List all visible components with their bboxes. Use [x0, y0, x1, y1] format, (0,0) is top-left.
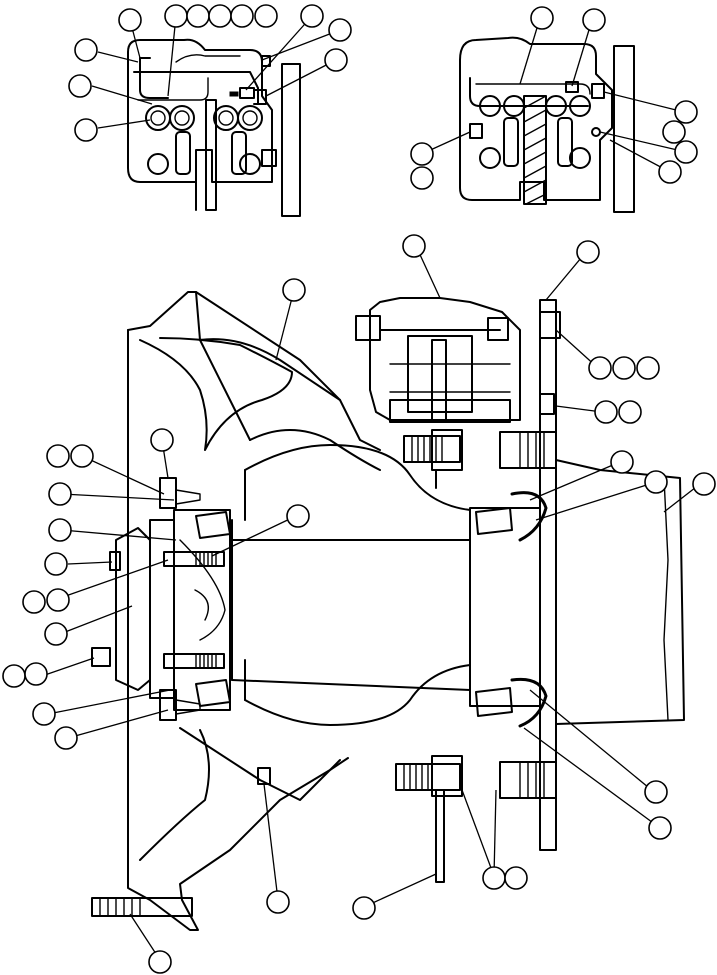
callout-balloon	[24, 662, 48, 686]
callout-balloon	[150, 428, 174, 452]
callout-balloon	[504, 866, 528, 890]
callout-balloon	[68, 74, 92, 98]
callout-balloon	[118, 8, 142, 32]
callout-balloon	[576, 240, 600, 264]
callout-balloon	[644, 780, 668, 804]
callout-balloon	[674, 140, 698, 164]
callout-balloon	[610, 450, 634, 474]
bolt-upper-left	[403, 429, 463, 489]
callout-balloon	[46, 588, 70, 612]
callout-balloon	[74, 118, 98, 142]
callout-balloon	[74, 38, 98, 62]
callout-balloon	[674, 100, 698, 124]
callout-balloon	[644, 470, 668, 494]
callout-balloon	[328, 18, 352, 42]
caliper-main	[355, 297, 561, 423]
stud-upper	[163, 551, 225, 567]
callout-balloon	[230, 4, 254, 28]
callout-balloon	[648, 816, 672, 840]
callout-balloon	[48, 518, 72, 542]
callout-balloon	[254, 4, 278, 28]
callout-balloon	[44, 552, 68, 576]
callout-balloon	[48, 482, 72, 506]
callout-balloon	[402, 234, 426, 258]
callout-balloon	[22, 590, 46, 614]
bolt-lower-right	[499, 761, 557, 799]
detail-caliper-right	[459, 36, 635, 213]
stud-lower	[163, 653, 225, 669]
bolt-upper-right	[499, 431, 557, 469]
callouts	[2, 4, 716, 974]
callout-balloon	[692, 472, 716, 496]
callout-balloon	[70, 444, 94, 468]
callout-balloon	[482, 866, 506, 890]
detail-caliper-left	[127, 38, 301, 217]
bottom-bolt	[91, 897, 193, 917]
callout-balloon	[266, 890, 290, 914]
callout-balloon	[658, 160, 682, 184]
callout-balloon	[662, 120, 686, 144]
bolt-lower-left	[395, 755, 463, 883]
callout-balloon	[612, 356, 636, 380]
callout-balloon	[208, 4, 232, 28]
callout-balloon	[594, 400, 618, 424]
callout-balloon	[282, 278, 306, 302]
callout-balloon	[186, 4, 210, 28]
main-assembly-view	[91, 291, 685, 931]
callout-balloon	[352, 896, 376, 920]
callout-balloon	[54, 726, 78, 750]
callout-balloon	[32, 702, 56, 726]
callout-balloon	[286, 504, 310, 528]
callout-balloon	[300, 4, 324, 28]
callout-balloon	[582, 8, 606, 32]
callout-balloon	[46, 444, 70, 468]
callout-balloon	[324, 48, 348, 72]
callout-balloon	[618, 400, 642, 424]
callout-balloon	[44, 622, 68, 646]
callout-balloon	[636, 356, 660, 380]
callout-balloon	[2, 664, 26, 688]
callout-balloon	[148, 950, 172, 974]
callout-balloon	[530, 6, 554, 30]
callout-balloon	[410, 142, 434, 166]
callout-balloon	[588, 356, 612, 380]
callout-balloon	[164, 4, 188, 28]
callout-balloon	[410, 166, 434, 190]
